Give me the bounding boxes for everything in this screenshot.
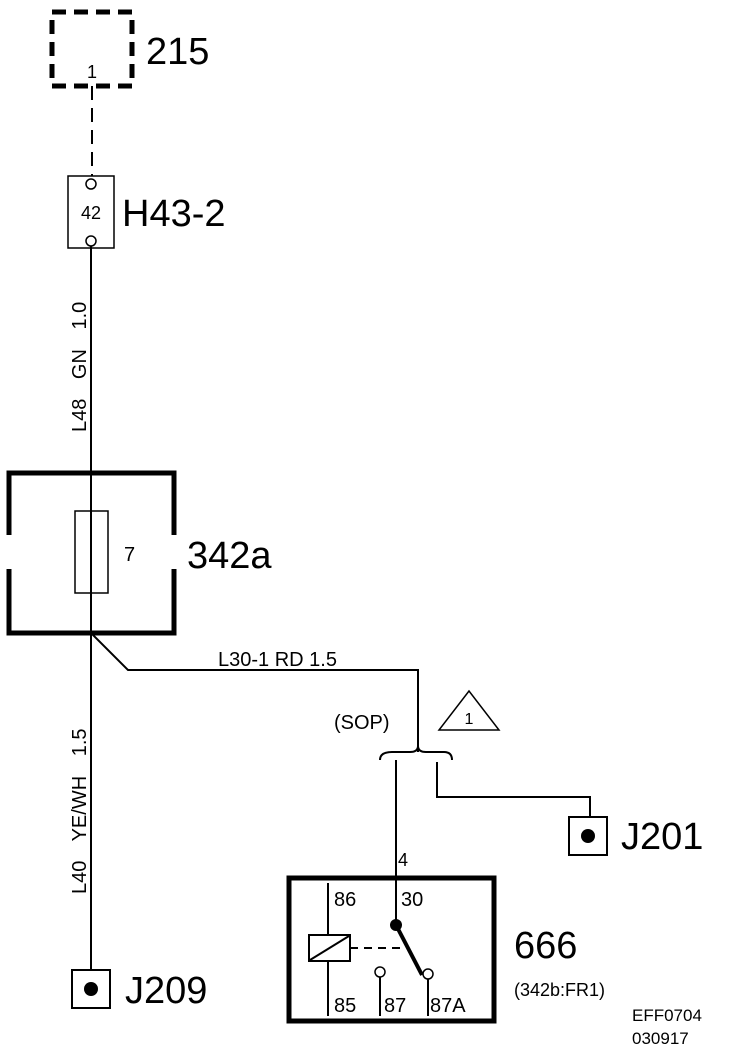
footer-code: EFF0704 <box>632 1006 702 1025</box>
relay-input-pin: 4 <box>398 850 408 870</box>
component-215-box <box>49 9 135 89</box>
relay-label: 666 <box>514 925 577 967</box>
j209-dot <box>84 982 98 996</box>
footer-date: 030917 <box>632 1029 689 1048</box>
connector-pin-bottom <box>85 235 97 247</box>
component-215-label: 215 <box>146 31 209 73</box>
relay-coil-diagonal <box>309 935 350 961</box>
j209-label: J209 <box>125 970 207 1012</box>
wire-top-circuit: L48 <box>69 399 91 432</box>
relay-pin-87a: 87A <box>430 995 466 1017</box>
j201-label: J201 <box>621 816 703 858</box>
connector-h43-2-pin: 42 <box>81 203 101 223</box>
svg-text:L48 GN 1.0: L48 GN 1.0 <box>69 302 91 432</box>
wire-top-color: GN <box>69 349 91 379</box>
relay-pin-87: 87 <box>384 995 406 1017</box>
svg-text:L40 YE/WH 1.5: L40 YE/WH 1.5 <box>69 728 91 894</box>
warning-number: 1 <box>465 711 474 728</box>
fuse-box-gap-right <box>169 535 178 569</box>
branch-wire-label: L30-1 RD 1.5 <box>218 649 337 671</box>
wire-bottom-circuit: L40 <box>69 861 91 894</box>
wire-to-j201 <box>436 762 591 818</box>
wire-bottom-color: YE/WH <box>69 776 91 842</box>
component-215-pin: 1 <box>87 62 97 82</box>
warning-triangle-icon <box>437 689 501 731</box>
option-brace <box>379 745 453 761</box>
wire-label-top: L48 GN 1.0 <box>69 302 91 432</box>
relay-pin-30: 30 <box>401 889 423 911</box>
j201-dot <box>581 829 595 843</box>
relay-666-box <box>286 875 497 1024</box>
relay-contact-87 <box>374 966 386 978</box>
wire-bottom-size: 1.5 <box>69 728 91 756</box>
branch-wire <box>90 632 419 752</box>
fuse-box-gap-left <box>5 535 14 569</box>
relay-pin-85: 85 <box>334 995 356 1017</box>
relay-location: (342b:FR1) <box>514 980 605 1000</box>
relay-pin-86: 86 <box>334 889 356 911</box>
connector-pin-top <box>85 178 97 190</box>
wire-label-bottom: L40 YE/WH 1.5 <box>69 728 91 894</box>
relay-switch-arm <box>394 924 424 976</box>
relay-contact-87a <box>422 968 434 980</box>
fuse-number: 7 <box>124 544 135 566</box>
wire-top-size: 1.0 <box>69 302 91 330</box>
fuse-box-label: 342a <box>187 535 272 577</box>
sop-note: (SOP) <box>334 712 390 734</box>
connector-h43-2-label: H43-2 <box>122 193 226 235</box>
